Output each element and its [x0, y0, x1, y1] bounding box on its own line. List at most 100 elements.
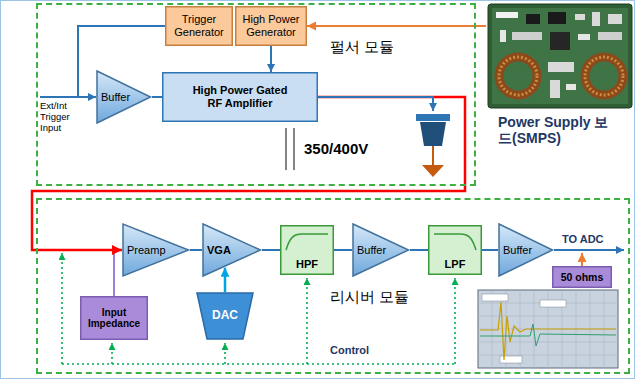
- component: [512, 32, 542, 40]
- control-line: [224, 343, 226, 364]
- control-line: [306, 278, 308, 364]
- node-label: Input Impedance: [85, 307, 143, 330]
- scope-tag: [540, 300, 566, 307]
- node-label: Buffer: [101, 91, 130, 104]
- adc-output-wire: [554, 249, 624, 251]
- node-label: LPF: [445, 258, 466, 271]
- trapezoid-outline: [197, 293, 253, 339]
- ic-chip: [548, 12, 566, 24]
- connector: [334, 249, 352, 251]
- box-outline: [281, 226, 334, 275]
- connector: [482, 249, 498, 251]
- connector: [262, 249, 280, 251]
- voltage-label: 350/400V: [304, 140, 368, 157]
- buffer-triangle: Buffer: [352, 223, 410, 277]
- power-board: Power Supply 보드(SMPS): [486, 4, 632, 164]
- termination-arrow: [581, 253, 583, 266]
- box-outline: [81, 297, 148, 340]
- capacitor-plate: [285, 128, 286, 170]
- box-outline: [553, 267, 612, 288]
- transducer-plate: [416, 114, 450, 121]
- ground-wire: [432, 146, 434, 165]
- node-label: Buffer: [357, 244, 386, 257]
- node-label: 펄서 모듈: [330, 38, 394, 55]
- dac-trapezoid: DAC: [196, 292, 254, 340]
- connector: [152, 96, 162, 98]
- process-box: High Power Generator: [235, 6, 307, 46]
- triangle-outline: [123, 224, 189, 276]
- amplifier-triangle: VGA: [202, 223, 262, 277]
- box-outline: [166, 7, 233, 46]
- component: [548, 62, 574, 72]
- signal-name: TO ADC: [562, 233, 604, 246]
- component: [578, 34, 590, 40]
- toroid-winding: [585, 57, 623, 95]
- scope-grid: [478, 290, 618, 368]
- signal-name: Ext/Int Trigger Input: [40, 101, 92, 134]
- connector: [270, 46, 272, 72]
- scope-screen: [478, 290, 618, 368]
- node-label: 리시버 모듈: [330, 288, 409, 305]
- connector: [307, 25, 486, 27]
- triangle-outline: [203, 224, 261, 276]
- node-label: Preamp: [127, 244, 166, 257]
- power-board-photo: [488, 4, 632, 108]
- pcb-face: [492, 8, 628, 104]
- triangle-outline: [97, 71, 151, 123]
- filter-box: HPF: [280, 225, 334, 275]
- ic-chip: [550, 32, 570, 50]
- node-label: DAC: [212, 309, 238, 323]
- triangle-outline: [353, 224, 409, 276]
- control-line: [61, 253, 63, 364]
- box-outline: [236, 7, 307, 46]
- filter-box: LPF: [428, 225, 482, 275]
- process-box: Trigger Generator: [165, 6, 233, 46]
- amplifier-box: High Power Gated RF Amplifier: [162, 72, 318, 122]
- module-region: Trigger Generator High Power GeneratorBuf…: [36, 3, 476, 186]
- toroid-inductor: [585, 57, 623, 95]
- scope-tag: [482, 294, 508, 301]
- triangle-outline: [499, 224, 553, 276]
- node-label: HPF: [296, 258, 318, 271]
- control-bus: [62, 253, 455, 364]
- box-outline: [429, 226, 482, 275]
- connector: [190, 249, 202, 251]
- buffer-triangle: Buffer: [498, 223, 554, 277]
- node-label: VGA: [207, 244, 231, 257]
- toroid-winding: [499, 57, 537, 95]
- scope-trace: [480, 324, 616, 346]
- box-outline: [163, 73, 318, 122]
- capacitor-symbol: [286, 128, 294, 170]
- transducer-symbol: [416, 114, 450, 177]
- control-line: [454, 278, 456, 364]
- scope-screenshot: [478, 290, 618, 368]
- connector: [224, 268, 227, 292]
- connector: [114, 250, 122, 296]
- pcb: [488, 4, 632, 108]
- node-label: Buffer: [503, 244, 532, 257]
- buffer-triangle: Buffer: [96, 70, 152, 124]
- control-line: [111, 343, 113, 364]
- node-label: Trigger Generator: [170, 13, 228, 38]
- filter-curve: [434, 234, 476, 250]
- ground-symbol: [422, 165, 444, 177]
- amplifier-triangle: Preamp: [122, 223, 190, 277]
- trigger-input-wire: [40, 96, 79, 98]
- node-label: High Power Generator: [240, 13, 302, 38]
- impedance-box: Input Impedance: [80, 296, 148, 340]
- pulse-output-wire: [318, 97, 433, 111]
- bus-label: Control: [330, 344, 369, 357]
- transducer-body: [420, 122, 446, 146]
- component: [592, 12, 600, 26]
- component: [550, 80, 560, 98]
- header: [496, 12, 518, 18]
- control-line: [62, 363, 455, 365]
- component: [500, 30, 506, 42]
- node-label: 50 ohms: [561, 271, 604, 283]
- capacitor-plate: [293, 128, 294, 170]
- toroid-inductor: [499, 57, 537, 95]
- filter-curve: [286, 234, 328, 250]
- ic-chip: [526, 14, 540, 24]
